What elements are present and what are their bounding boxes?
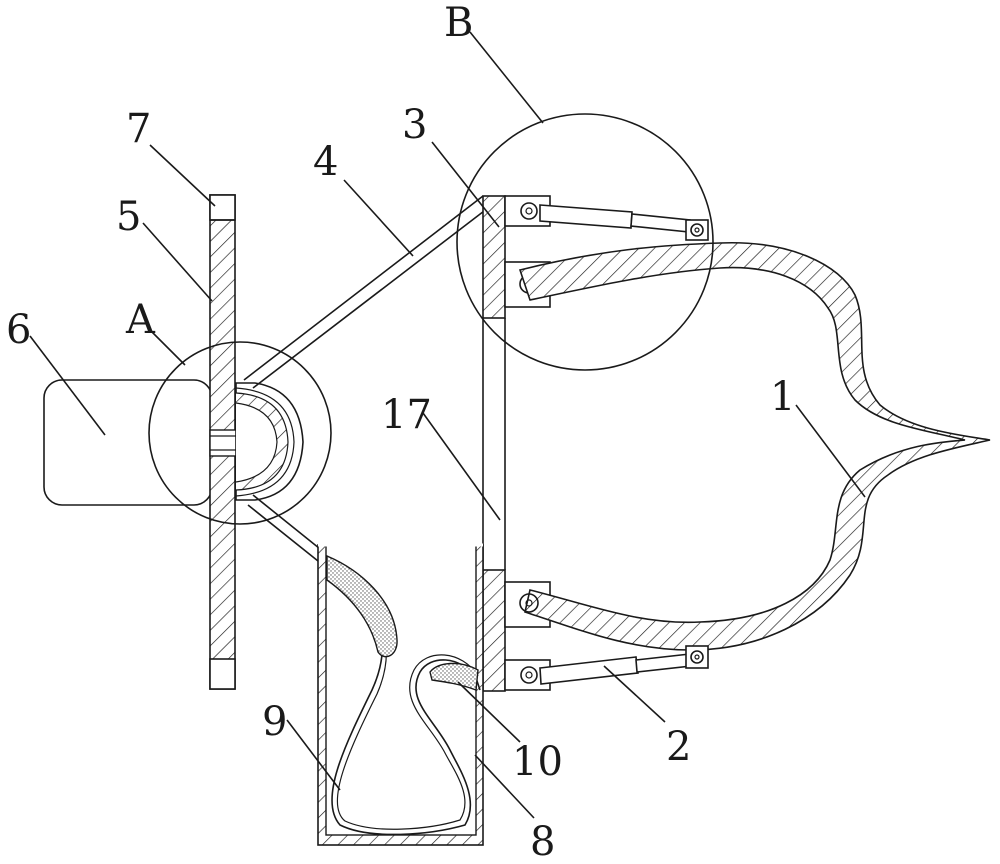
label-17: 17 bbox=[381, 392, 432, 438]
label-1: 1 bbox=[770, 374, 795, 420]
detail-circle-b bbox=[456, 113, 714, 371]
leader-lines bbox=[29, 31, 866, 819]
label-10: 10 bbox=[512, 739, 563, 785]
bearing-housing bbox=[235, 382, 304, 501]
label-8: 8 bbox=[530, 819, 555, 864]
label-6: 6 bbox=[6, 307, 31, 353]
shell-body bbox=[518, 241, 991, 651]
label-9: 9 bbox=[262, 699, 287, 745]
detail-circle-a bbox=[148, 341, 332, 525]
label-2: 2 bbox=[666, 724, 691, 770]
label-a: A bbox=[125, 297, 156, 343]
upper-actuator bbox=[520, 202, 709, 241]
label-b: B bbox=[444, 0, 473, 46]
label-3: 3 bbox=[402, 102, 427, 148]
label-5: 5 bbox=[116, 194, 141, 240]
label-7: 7 bbox=[126, 106, 151, 152]
lower-actuator bbox=[520, 645, 709, 685]
filter-strip-right bbox=[429, 662, 479, 691]
label-4: 4 bbox=[313, 139, 338, 185]
motor-box bbox=[43, 379, 213, 506]
lower-arm bbox=[519, 593, 539, 613]
filter-bag bbox=[326, 555, 481, 836]
filter-strip-left bbox=[326, 554, 398, 658]
